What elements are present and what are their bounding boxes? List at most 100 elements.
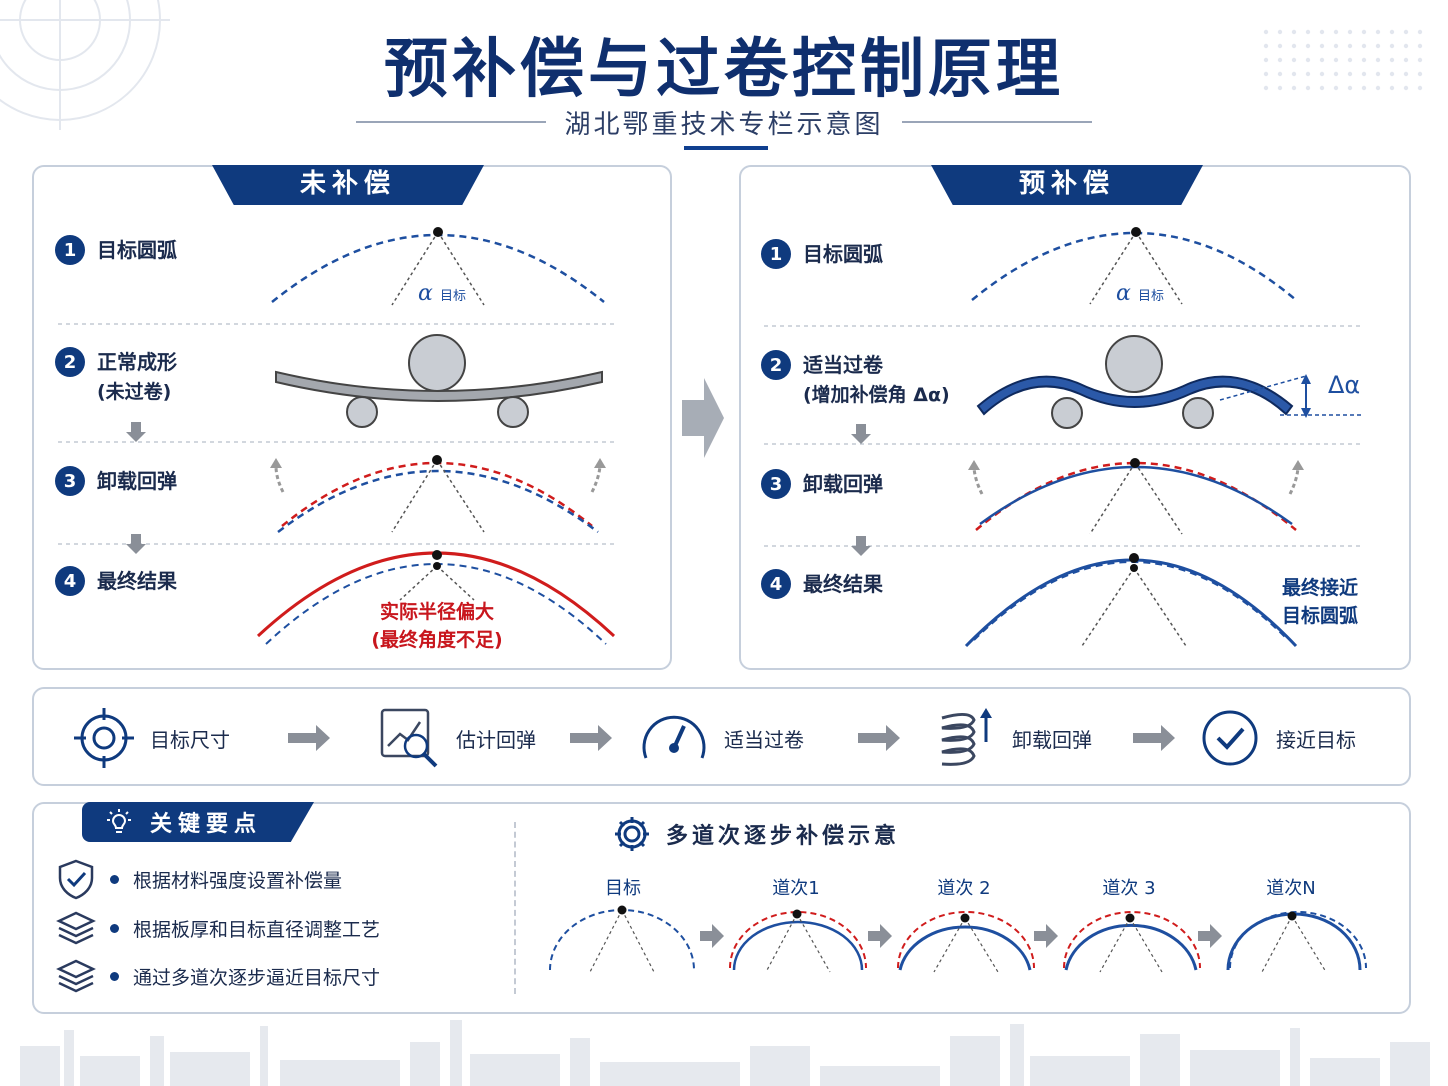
arc-apex-dot xyxy=(792,909,802,919)
pass-label-3: 道次 3 xyxy=(1102,878,1156,899)
decorative-dot xyxy=(1305,71,1311,77)
decorative-dot xyxy=(1361,43,1367,49)
precompensated-diagram: α 目标 Δα xyxy=(764,227,1362,648)
springback-arrow-icon xyxy=(1288,467,1300,495)
decorative-dot xyxy=(1347,71,1353,77)
page-title: 预补偿与过卷控制原理 xyxy=(384,33,1064,107)
flow-step-label: 适当过卷 xyxy=(724,727,804,752)
step-label: 最终结果 xyxy=(97,569,177,593)
right-step-4: 4 最终结果 xyxy=(761,569,883,599)
step-sublabel: (增加补偿角 Δα) xyxy=(803,384,950,406)
panel-transition-arrow-icon xyxy=(682,378,724,458)
section-divider xyxy=(514,822,516,994)
arc-apex-dot xyxy=(1287,911,1297,921)
down-arrow-icon xyxy=(851,424,871,444)
flow-arrow-icon xyxy=(1133,725,1175,751)
blue-target-arc xyxy=(1229,911,1367,969)
decorative-dot xyxy=(1333,57,1339,63)
decorative-dot xyxy=(1305,85,1311,91)
arc-apex-dot xyxy=(1131,227,1141,237)
precompensated-result-note: 最终接近 目标圆弧 xyxy=(1282,574,1398,630)
arc-apex-dot xyxy=(432,455,442,465)
decorative-dot xyxy=(1277,71,1283,77)
gear-icon xyxy=(615,817,649,851)
target-icon xyxy=(74,708,134,768)
decorative-dot xyxy=(1319,43,1325,49)
decorative-dot xyxy=(1319,71,1325,77)
decorative-dot xyxy=(1305,29,1311,35)
blue-pass-arc xyxy=(1226,912,1362,971)
step-label: 卸载回弹 xyxy=(803,472,883,496)
step-number: 2 xyxy=(55,347,85,377)
decorative-dot xyxy=(1305,43,1311,49)
left-step-1: 1 目标圆弧 xyxy=(55,235,177,265)
arc-apex-dot xyxy=(432,550,442,560)
decorative-dot xyxy=(1417,29,1423,35)
multi-pass-title-text: 多道次逐步补偿示意 xyxy=(666,824,901,849)
decorative-target-graphic xyxy=(0,0,170,130)
alpha-label: α xyxy=(1116,281,1131,306)
result-note-line-2: 目标圆弧 xyxy=(1282,605,1359,627)
blue-overbent-plate xyxy=(976,375,1294,416)
pass-arrow-icon xyxy=(868,924,892,948)
decorative-dot xyxy=(1361,57,1367,63)
key-points-tab: 关键要点 xyxy=(82,802,314,842)
flow-arrow-icon xyxy=(570,725,612,751)
pass-arrow-icon xyxy=(700,924,724,948)
decorative-skyline xyxy=(20,1020,1430,1086)
decorative-dot xyxy=(1319,57,1325,63)
alpha-label: α xyxy=(418,281,433,306)
decorative-dot xyxy=(1319,85,1325,91)
check-circle-icon xyxy=(1202,710,1258,766)
decorative-dot xyxy=(1347,85,1353,91)
step-number: 2 xyxy=(761,350,791,380)
analysis-icon xyxy=(380,708,438,768)
result-note-line-1: 实际半径偏大 xyxy=(379,601,494,623)
multi-pass-title: 多道次逐步补偿示意 xyxy=(612,814,900,854)
decorative-dot xyxy=(1375,43,1381,49)
key-point-text: 通过多道次逐步逼近目标尺寸 xyxy=(133,966,381,989)
precompensated-tab: 预补偿 xyxy=(931,165,1203,205)
decorative-dot xyxy=(1403,71,1409,77)
down-arrow-icon xyxy=(126,534,146,554)
decorative-dot xyxy=(1389,85,1395,91)
step-label: 正常成形 xyxy=(97,350,177,374)
key-point-item: 根据材料强度设置补偿量 xyxy=(56,858,342,900)
uncompensated-result-note: 实际半径偏大 (最终角度不足) xyxy=(357,598,517,654)
decorative-dot xyxy=(1263,57,1269,63)
target-arc xyxy=(549,909,695,971)
bullet-dot xyxy=(110,874,119,884)
decorative-dot xyxy=(1375,57,1381,63)
radius-line xyxy=(1134,462,1183,535)
flow-step-label: 目标尺寸 xyxy=(150,727,230,752)
arc-apex-dot xyxy=(617,905,627,915)
springback-arrowhead xyxy=(270,458,282,468)
blue-springback-arc xyxy=(979,465,1293,526)
blue-springback-arc xyxy=(277,469,599,533)
result-note-line-2: (最终角度不足) xyxy=(371,629,503,651)
process-flow-panel xyxy=(32,687,1411,786)
gauge-icon xyxy=(642,715,706,759)
step-label: 目标圆弧 xyxy=(803,242,883,266)
flow-arrows xyxy=(288,725,1175,751)
flow-step-overbend: 适当过卷 xyxy=(638,706,804,770)
page-subtitle: 湖北鄂重技术专栏示意图 xyxy=(564,109,884,140)
decorative-dot xyxy=(1263,85,1269,91)
decorative-dot xyxy=(1375,71,1381,77)
radius-line xyxy=(1081,567,1135,647)
step-sublabel: (未过卷) xyxy=(97,381,172,403)
decorative-dot xyxy=(1305,57,1311,63)
decorative-dot xyxy=(1263,43,1269,49)
decorative-dot xyxy=(1389,29,1395,35)
decorative-dot xyxy=(1291,57,1297,63)
flow-step-label: 卸载回弹 xyxy=(1012,727,1092,752)
decorative-dot xyxy=(1417,85,1423,91)
decorative-dot xyxy=(1291,29,1297,35)
decorative-dot xyxy=(1403,43,1409,49)
key-point-item: 通过多道次逐步逼近目标尺寸 xyxy=(56,958,380,994)
arc-apex-dot xyxy=(433,562,441,570)
springback-arrowhead xyxy=(968,460,980,470)
pass-label-n: 道次N xyxy=(1266,878,1316,899)
pass-label-1: 道次1 xyxy=(772,878,820,899)
step-number: 3 xyxy=(55,466,85,496)
